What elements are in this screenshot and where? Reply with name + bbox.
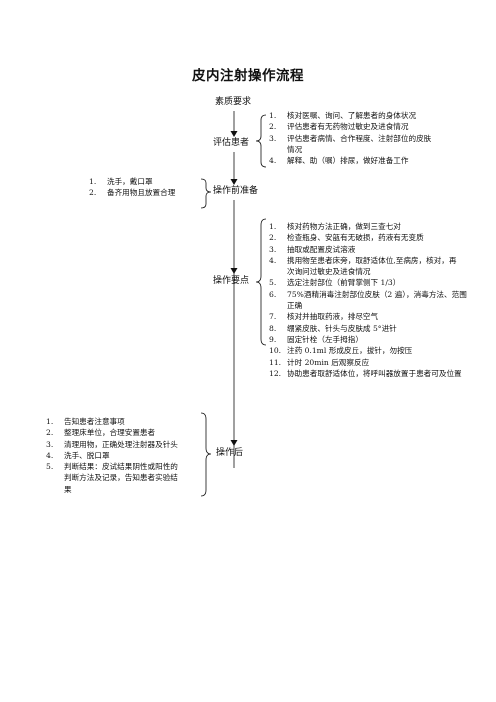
main-item-6-cont: 正确 <box>287 301 303 311</box>
main-item-12: 12.协助患者取舒适体位，将呼叫器放置于患者可及位置 <box>269 368 462 378</box>
bracket-after <box>200 412 212 497</box>
main-item-5: 5.选定注射部位（前臂掌侧下 1/3） <box>269 278 401 288</box>
after-item-1: 1.告知患者注意事项 <box>46 417 125 426</box>
after-list: 1.告知患者注意事项 2.整理床单位，合理安置患者 3.清理用物，正确处理注射器… <box>46 416 202 495</box>
main-item-1: 1.核对药物方法正确，做到三查七对 <box>269 222 401 231</box>
assess-item-3: 3.评估患者病情、合作程度、注射部位的皮肤 <box>269 133 432 143</box>
step-quality: 素质要求 <box>215 97 252 107</box>
prep-list: 1.洗手，戴口罩 2.备齐用物且放置合理 <box>89 176 201 199</box>
assess-item-2: 2.评估患者有无药物过敏史及进食情况 <box>269 122 409 132</box>
assess-item-4: 4.解释、助（嘱）排尿，做好准备工作 <box>269 156 409 166</box>
step-main: 操作要点 <box>213 276 250 286</box>
bracket-prep <box>200 178 212 209</box>
assess-list: 1.核对医嘱、询问、了解患者的身体状况 2.评估患者有无药物过敏史及进食情况 3… <box>269 110 489 166</box>
page-title: 皮内注射操作流程 <box>192 68 304 84</box>
after-item-5-cont-1: 判断方法及记录，告知患者实验结 <box>64 473 178 483</box>
arrowhead-2 <box>230 179 238 185</box>
step-assess: 评估患者 <box>213 138 250 148</box>
prep-item-1: 1.洗手，戴口罩 <box>89 177 153 186</box>
after-item-5: 5.判断结果：皮试结果阴性或阳性的 <box>46 462 178 472</box>
arrowhead-4 <box>230 440 238 446</box>
assess-item-1: 1.核对医嘱、询问、了解患者的身体状况 <box>269 111 417 120</box>
prep-item-2: 2.备齐用物且放置合理 <box>89 188 176 198</box>
arrowhead-3 <box>230 268 238 274</box>
after-item-4: 4.洗手、脱口罩 <box>46 450 110 460</box>
main-item-3: 3.抽取或配置皮试溶液 <box>269 244 356 254</box>
assess-item-3-cont: 情况 <box>287 144 303 154</box>
step-after: 操作后 <box>216 448 244 458</box>
arrowhead-1 <box>230 131 238 137</box>
main-item-4: 4.携用物至患者床旁，取舒适体位,至病房，核对，再 <box>269 255 457 265</box>
main-item-11: 11.计时 20min 后观察反应 <box>269 357 370 367</box>
main-item-10: 10.注药 0.1ml 形成皮丘，拔针，勿按压 <box>269 346 413 356</box>
bracket-main <box>255 218 267 346</box>
step-prep: 操作前准备 <box>213 186 259 196</box>
main-item-4-cont: 次询问过敏史及进食情况 <box>287 267 371 277</box>
main-list: 1.核对药物方法正确，做到三查七对 2.检查瓶身、安瓿有无破损，药液有无变质 3… <box>269 221 493 379</box>
main-item-9: 9.固定针栓（左手拇指） <box>269 334 363 344</box>
main-item-7: 7.核对并抽取药液，排尽空气 <box>269 312 379 322</box>
after-item-2: 2.整理床单位，合理安置患者 <box>46 428 156 438</box>
bracket-assess <box>255 114 267 168</box>
after-item-5-cont-2: 果 <box>64 484 72 494</box>
main-item-8: 8.绷紧皮肤、针头与皮肤成 5°进针 <box>269 323 397 333</box>
after-item-3: 3.清理用物，正确处理注射器及针头 <box>46 439 178 449</box>
main-item-2: 2.检查瓶身、安瓿有无破损，药液有无变质 <box>269 233 424 243</box>
main-item-6: 6.75%酒精消毒注射部位皮肤（2 遍），消毒方法、范围 <box>269 289 467 299</box>
